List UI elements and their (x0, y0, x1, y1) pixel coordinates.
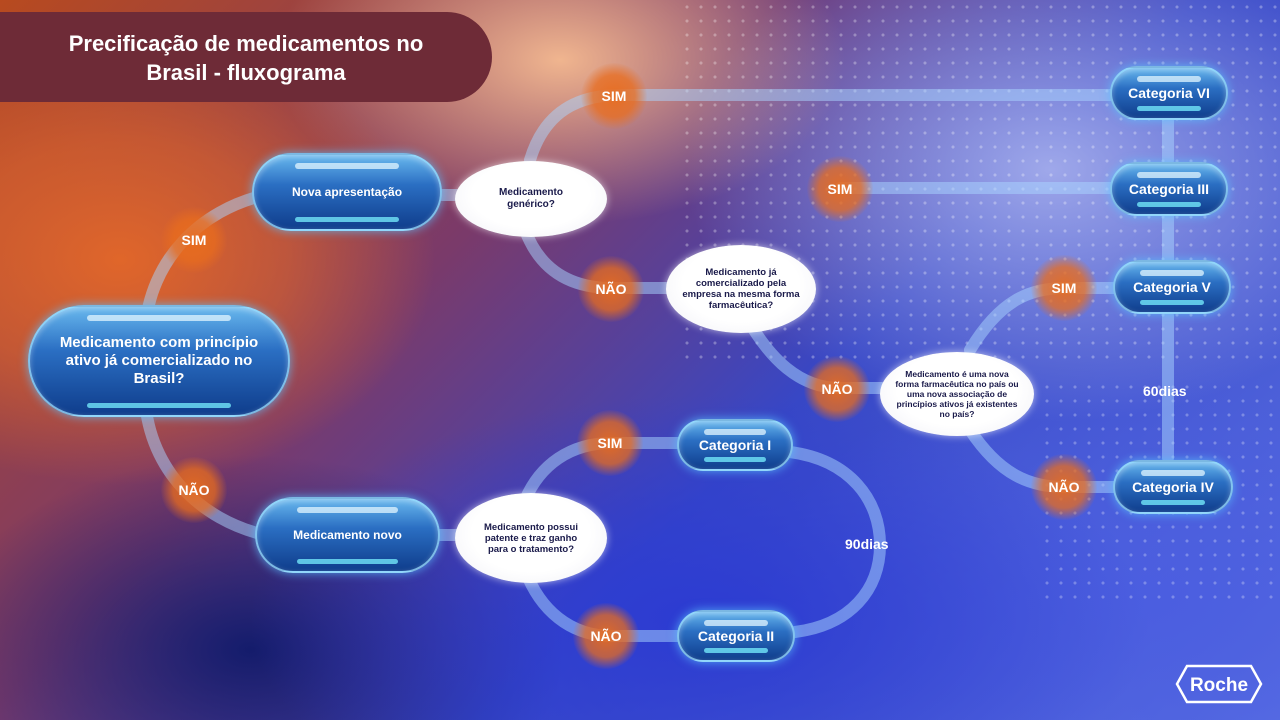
nova-apresentacao-label: Nova apresentação (291, 185, 403, 199)
connector-line (784, 446, 887, 638)
question-generico-label: Medicamento genérico? (499, 187, 563, 210)
deadline-90-days: 90dias (845, 536, 889, 552)
answer-nao: NÃO (573, 603, 639, 669)
answer-nao-label: NÃO (590, 628, 622, 644)
answer-sim-label: SIM (1051, 280, 1077, 296)
answer-nao: NÃO (161, 457, 227, 523)
answer-sim-label: SIM (827, 181, 853, 197)
answer-nao-label: NÃO (178, 482, 210, 498)
answer-nao: NÃO (1031, 454, 1097, 520)
answer-sim: SIM (161, 207, 227, 273)
categoria-vi-label: Categoria VI (1128, 85, 1210, 101)
categoria-i-node: Categoria I (677, 419, 793, 471)
question-nova-forma: Medicamento é uma nova forma farmacêutic… (880, 352, 1034, 436)
categoria-vi-node: Categoria VI (1110, 66, 1228, 120)
question-patente-label: Medicamento possui patente e traz ganho … (484, 521, 578, 555)
question-mesma-forma-label: Medicamento já comercializado pela empre… (682, 267, 800, 311)
categoria-v-node: Categoria V (1113, 260, 1231, 314)
answer-sim-label: SIM (181, 232, 207, 248)
answer-sim-label: SIM (601, 88, 627, 104)
deadline-60-days: 60dias (1143, 383, 1187, 399)
categoria-i-label: Categoria I (698, 437, 772, 453)
question-generico: Medicamento genérico? (455, 161, 607, 237)
answer-sim: SIM (577, 410, 643, 476)
question-patente: Medicamento possui patente e traz ganho … (455, 493, 607, 583)
medicamento-novo-label: Medicamento novo (293, 528, 402, 542)
answer-sim: SIM (1031, 255, 1097, 321)
categoria-iii-node: Categoria III (1110, 162, 1228, 216)
question-mesma-forma: Medicamento já comercializado pela empre… (666, 245, 816, 333)
answer-nao: NÃO (578, 256, 644, 322)
slide-title: Precificação de medicamentos no Brasil -… (0, 12, 492, 102)
categoria-iv-label: Categoria IV (1132, 479, 1214, 495)
start-node: Medicamento com princípio ativo já comer… (28, 305, 290, 417)
categoria-v-label: Categoria V (1133, 279, 1211, 295)
question-nova-forma-label: Medicamento é uma nova forma farmacêutic… (895, 369, 1019, 419)
title-line-1: Precificação de medicamentos no (68, 31, 424, 56)
answer-sim: SIM (581, 63, 647, 129)
start-node-label: Medicamento com princípio ativo já comer… (59, 334, 259, 387)
nova-apresentacao-node: Nova apresentação (252, 153, 442, 231)
answer-sim: SIM (807, 156, 873, 222)
svg-text:Roche: Roche (1190, 675, 1248, 696)
answer-nao-label: NÃO (1048, 479, 1080, 495)
answer-sim-label: SIM (597, 435, 623, 451)
categoria-iii-label: Categoria III (1128, 181, 1210, 197)
title-line-2: Brasil - fluxograma (146, 60, 346, 85)
medicamento-novo-node: Medicamento novo (255, 497, 440, 573)
answer-nao-label: NÃO (821, 381, 853, 397)
roche-logo: Roche (1175, 664, 1263, 704)
categoria-iv-node: Categoria IV (1113, 460, 1233, 514)
categoria-ii-label: Categoria II (697, 628, 775, 644)
answer-nao-label: NÃO (595, 281, 627, 297)
categoria-ii-node: Categoria II (677, 610, 795, 662)
answer-nao: NÃO (804, 356, 870, 422)
